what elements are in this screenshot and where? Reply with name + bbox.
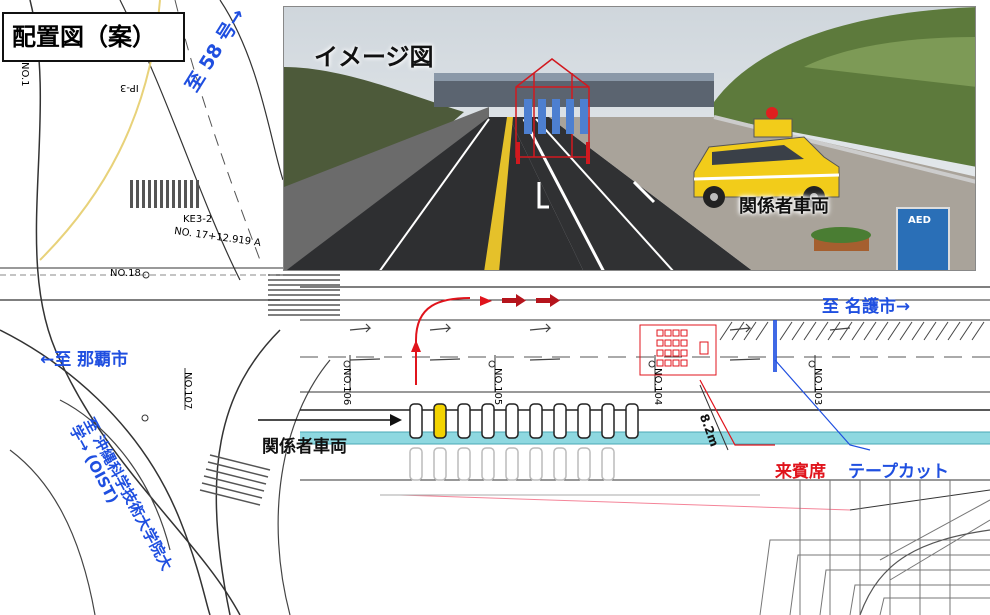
image-inset: イメージ図 関係者車両 AED xyxy=(283,6,976,271)
tape-cut-line xyxy=(773,320,777,372)
station-no1: NO.1 xyxy=(19,62,30,87)
ramp-curve-dash xyxy=(174,0,261,261)
guest-seat-pointer xyxy=(699,379,775,446)
image-title: イメージ図 xyxy=(314,43,434,71)
station-no18: NO.18 xyxy=(110,268,141,279)
station-ke: KE3-2 xyxy=(183,214,213,225)
parked-cars-row-2 xyxy=(409,447,615,481)
parked-cars-row-1 xyxy=(409,403,639,439)
aed-sign: AED xyxy=(896,207,950,270)
lane-arrows xyxy=(349,323,851,361)
image-scene xyxy=(284,7,975,270)
image-car-label: 関係者車両 xyxy=(739,196,829,217)
vehicles-arrowhead xyxy=(390,414,402,426)
guest-seats xyxy=(639,324,717,376)
route-arrowhead-1 xyxy=(480,296,492,306)
station-ip3: IP-3 xyxy=(120,82,139,93)
label-vehicles: 関係者車両 xyxy=(262,437,347,457)
direction-naha: ←至 那覇市 xyxy=(40,350,129,370)
label-guest-seats: 来賓席 xyxy=(775,462,826,482)
loop-road-4 xyxy=(215,329,281,615)
station-lines xyxy=(184,355,816,410)
loop-road-2 xyxy=(59,399,171,551)
station-no103: NO.103 xyxy=(812,368,823,406)
direction-nago: 至 名護市→ xyxy=(822,297,911,317)
terrace-lines xyxy=(759,480,990,615)
label-tape-cut: テープカット xyxy=(848,462,949,482)
red-route xyxy=(415,297,471,385)
hatched-median xyxy=(719,321,985,341)
crosswalk-middle xyxy=(268,274,340,316)
station-no106: NO.106 xyxy=(341,368,352,406)
route-arrows-red xyxy=(502,294,560,307)
crosswalk-upper xyxy=(130,180,199,208)
page-title: 配置図（案） xyxy=(2,12,185,62)
loop-road-1 xyxy=(0,329,211,615)
station-no105: NO.105 xyxy=(492,368,503,406)
crosswalk-lower xyxy=(199,454,271,506)
station-no107: NO.107 xyxy=(182,372,193,410)
station-no104: NO.104 xyxy=(652,368,663,406)
aed-text: AED xyxy=(908,215,931,226)
patrol-car xyxy=(693,107,840,208)
bridge-band xyxy=(300,432,990,444)
ramp-curve-b xyxy=(219,0,284,181)
ramp-curve-outer xyxy=(29,0,241,615)
loop-road-5 xyxy=(277,359,331,615)
route-arrowhead-up xyxy=(411,340,421,352)
station-circles xyxy=(141,271,816,422)
loop-road-3 xyxy=(9,449,96,615)
tape-cut-pointer xyxy=(774,359,871,451)
